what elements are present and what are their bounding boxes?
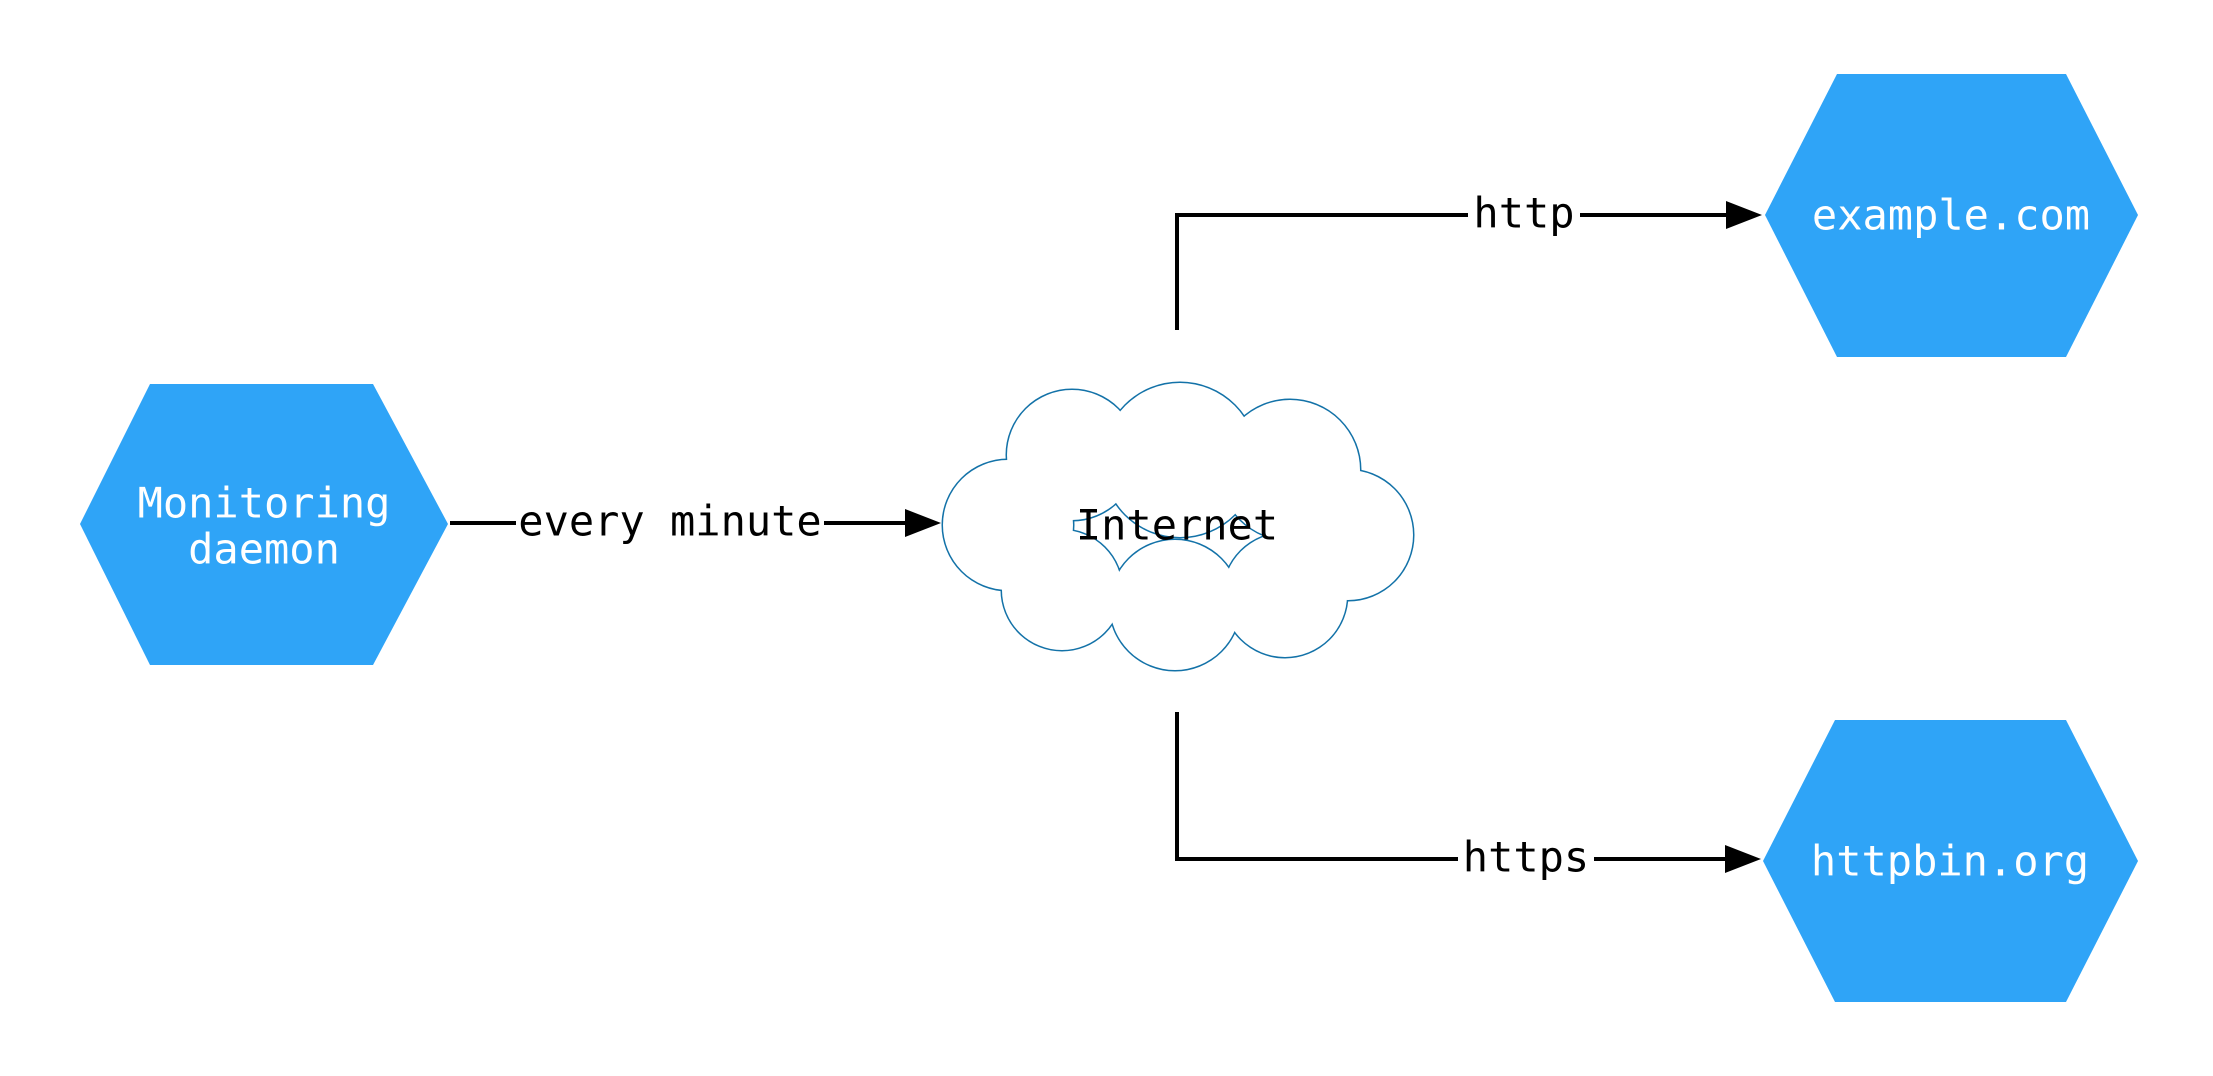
internet-node-label: Internet (1076, 501, 1278, 550)
edge-label-http: http (1473, 189, 1574, 238)
edge-label-every-minute: every minute (518, 497, 821, 546)
cloud-shape-interior (943, 383, 1413, 670)
example-com-label: example.com (1812, 191, 2090, 240)
hexagon-shape (1763, 720, 2138, 1002)
internet-node: Internet (941, 381, 1415, 672)
arrowhead-icon (1726, 201, 1762, 229)
edge-line-elbow-segment (1175, 213, 1468, 330)
arrowhead-icon (1725, 845, 1761, 873)
edge-line-elbow-segment (1175, 712, 1458, 861)
arrowhead-icon (905, 509, 941, 537)
edge-http: http (1175, 189, 1762, 330)
edge-every-minute: every minute (450, 497, 941, 546)
httpbin-org-node: httpbin.org (1763, 720, 2138, 1002)
example-com-node: example.com (1765, 74, 2138, 357)
hexagon-shape (80, 384, 448, 665)
edge-label-https: https (1463, 833, 1589, 882)
monitoring-daemon-label-line1: Monitoring (138, 479, 391, 528)
hexagon-shape (1765, 74, 2138, 357)
monitoring-daemon-node: Monitoring daemon (80, 384, 448, 665)
httpbin-org-label: httpbin.org (1811, 837, 2089, 886)
edge-https: https (1175, 712, 1761, 882)
monitoring-daemon-label-line2: daemon (188, 525, 340, 574)
